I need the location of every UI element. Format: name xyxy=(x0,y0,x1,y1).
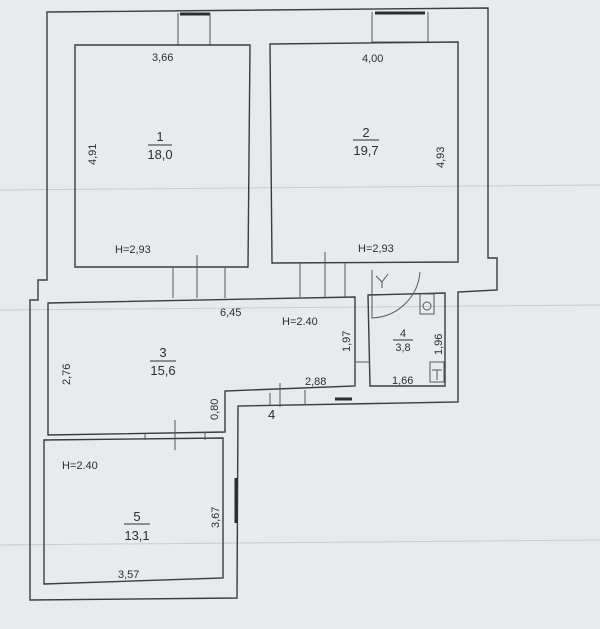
room-3-dim-0-80: 0,80 xyxy=(209,399,221,420)
toilet-icon xyxy=(432,369,442,380)
room-3-height: H=2.40 xyxy=(282,316,318,328)
room-3-width: 6,45 xyxy=(220,307,241,319)
boiler-icon xyxy=(422,301,432,311)
room-5-length: 3,67 xyxy=(210,507,222,528)
room-4 xyxy=(367,292,446,387)
toilet-fixture xyxy=(429,361,445,383)
room-3-dim-2-88: 2,88 xyxy=(305,376,326,388)
room-1-area: 18,0 xyxy=(147,147,172,162)
room-1-number: 1 xyxy=(156,129,163,144)
room-4-number: 4 xyxy=(400,328,406,340)
room-3-length: 2,76 xyxy=(61,364,73,385)
room-5-area: 13,1 xyxy=(124,528,149,543)
room-2-number: 2 xyxy=(362,125,369,140)
room-3 xyxy=(47,296,356,436)
outer-wall xyxy=(29,7,498,601)
entrance-mark: 4 xyxy=(268,407,275,422)
room-2-area: 19,7 xyxy=(353,143,378,158)
room-2-height: H=2,93 xyxy=(358,243,394,255)
room-1 xyxy=(74,44,251,268)
room-5 xyxy=(43,437,224,585)
entrance-arrow-icon xyxy=(375,273,389,288)
paper-lines xyxy=(0,184,600,546)
room-3-number: 3 xyxy=(159,345,166,360)
room-5-number: 5 xyxy=(133,509,140,524)
room-5-width: 3,57 xyxy=(118,569,139,581)
room-2 xyxy=(269,41,459,264)
door-openings xyxy=(144,252,370,450)
room-1-length: 4,91 xyxy=(87,144,99,165)
room-4-area: 3,8 xyxy=(395,342,410,354)
room-4-length: 1,96 xyxy=(433,334,445,355)
room-2-width: 4,00 xyxy=(362,53,383,65)
room-1-width: 3,66 xyxy=(152,52,173,64)
room-5-height: H=2.40 xyxy=(62,460,98,472)
door-swing xyxy=(371,270,421,319)
boiler-fixture xyxy=(419,293,435,315)
room-2-length: 4,93 xyxy=(435,147,447,168)
room-1-height: H=2,93 xyxy=(115,244,151,256)
room-4-width: 1,66 xyxy=(392,375,413,387)
room-3-dim-1-97: 1,97 xyxy=(341,331,353,352)
room-3-area: 15,6 xyxy=(150,363,175,378)
